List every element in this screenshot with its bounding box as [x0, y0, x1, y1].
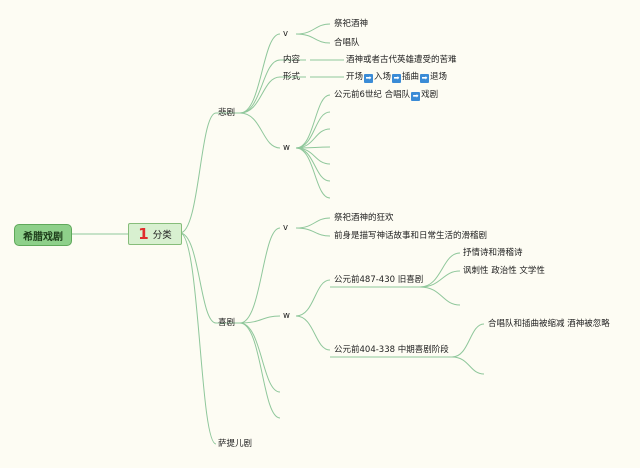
connector-tv-1 [295, 23, 331, 35]
connector-tw-1 [295, 111, 331, 149]
arrow-right-icon: ➡ [411, 92, 421, 101]
connector-tragedy-form [239, 76, 281, 114]
comedy-v-node[interactable]: v [283, 222, 288, 234]
connector-tragedy-v [239, 33, 281, 114]
tragedy-node[interactable]: 悲剧 [218, 107, 235, 119]
connector-tv-2 [295, 33, 331, 44]
tragedy-content-value: 酒神或者古代英雄遭受的苦难 [346, 55, 457, 65]
tragedy-content-node[interactable]: 内容 [283, 54, 300, 66]
comedy-w-node[interactable]: w [283, 310, 290, 322]
tragedy-v-item-1-text: 祭祀酒神 [334, 19, 369, 29]
connector-old-empty [419, 286, 461, 306]
connector-tragedy-content [239, 59, 281, 114]
connector-cw-middle [295, 315, 331, 351]
tragedy-w-item[interactable]: 公元前6世纪 合唱队➡戏剧 [334, 89, 438, 101]
connector-tw-6 [295, 147, 331, 199]
comedy-old-label: 公元前487-430 旧喜剧 [334, 275, 424, 285]
tragedy-w-text-before: 公元前6世纪 合唱队 [334, 90, 411, 100]
tragedy-w-node[interactable]: w [283, 142, 290, 154]
category-node[interactable]: 1 分类 [128, 223, 182, 245]
tragedy-v-item-1[interactable]: 祭祀酒神 [334, 18, 368, 30]
comedy-old-item-1[interactable]: 抒情诗和滑稽诗 [463, 247, 523, 259]
comedy-old-item-1-text: 抒情诗和滑稽诗 [463, 248, 523, 258]
root-node[interactable]: 希腊戏剧 [14, 224, 72, 246]
comedy-middle-label: 公元前404-338 中期喜剧阶段 [334, 345, 449, 355]
comedy-middle-node[interactable]: 公元前404-338 中期喜剧阶段 [334, 344, 449, 356]
tragedy-w-label: w [283, 143, 290, 153]
comedy-v-item-1-text: 祭祀酒神的狂欢 [334, 213, 394, 223]
comedy-v-item-2[interactable]: 前身是描写神话故事和日常生活的滑稽剧 [334, 230, 487, 242]
connector-mid-empty [451, 356, 485, 375]
connector-comedy-v [239, 227, 281, 324]
form-step-entrance: 入场 [374, 72, 392, 82]
comedy-old-item-2[interactable]: 讽刺性 政治性 文学性 [463, 265, 545, 277]
arrow-right-icon: ➡ [420, 74, 430, 83]
category-number: 1 [138, 225, 149, 243]
connector-comedy [179, 232, 217, 324]
arrow-right-icon: ➡ [392, 74, 402, 83]
connector-cw-old [295, 279, 331, 317]
connector-tragedy [179, 112, 217, 234]
tragedy-form-label: 形式 [283, 72, 301, 82]
connector-satyr [179, 232, 217, 445]
connector-cv-2 [295, 227, 331, 237]
comedy-v-label: v [283, 223, 289, 233]
tragedy-content-text[interactable]: 酒神或者古代英雄遭受的苦难 [346, 54, 457, 66]
connector-mid-1 [451, 323, 485, 358]
comedy-w-label: w [283, 311, 290, 321]
tragedy-v-item-2-text: 合唱队 [334, 38, 360, 48]
comedy-node[interactable]: 喜剧 [218, 317, 235, 329]
form-step-opening: 开场 [346, 72, 364, 82]
tragedy-form-steps[interactable]: 开场➡入场➡插曲➡退场 [346, 71, 447, 83]
connector-old-2 [419, 270, 461, 288]
form-step-exit: 退场 [430, 72, 448, 82]
tragedy-content-label: 内容 [283, 55, 301, 65]
tragedy-v-node[interactable]: v [283, 28, 288, 40]
comedy-middle-item-1-text: 合唱队和插曲被缩减 酒神被忽略 [488, 319, 610, 329]
arrow-right-icon: ➡ [364, 74, 374, 83]
satyr-node[interactable]: 萨提儿剧 [218, 438, 252, 450]
connector-cv-1 [295, 217, 331, 229]
tragedy-w-text-after: 戏剧 [421, 90, 439, 100]
form-step-interlude: 插曲 [402, 72, 420, 82]
tragedy-v-item-2[interactable]: 合唱队 [334, 37, 360, 49]
connector-tw-5 [295, 147, 331, 182]
connector-tragedy-w [239, 112, 281, 149]
tragedy-form-node[interactable]: 形式 [283, 71, 300, 83]
comedy-old-node[interactable]: 公元前487-430 旧喜剧 [334, 274, 423, 286]
root-label: 希腊戏剧 [23, 231, 63, 243]
connector-old-1 [419, 252, 461, 288]
satyr-label: 萨提儿剧 [218, 439, 253, 449]
connector-comedy-empty-1 [239, 322, 281, 393]
connector-comedy-w [239, 315, 281, 324]
comedy-middle-item-1[interactable]: 合唱队和插曲被缩减 酒神被忽略 [488, 318, 610, 330]
comedy-v-item-2-text: 前身是描写神话故事和日常生活的滑稽剧 [334, 231, 488, 241]
tragedy-label: 悲剧 [218, 108, 236, 118]
comedy-v-item-1[interactable]: 祭祀酒神的狂欢 [334, 212, 394, 224]
comedy-old-item-2-text: 讽刺性 政治性 文学性 [463, 266, 545, 276]
connector-tw-2 [295, 128, 331, 149]
tragedy-v-label: v [283, 29, 289, 39]
category-label: 分类 [152, 230, 172, 241]
connector-comedy-empty-2 [239, 322, 281, 419]
comedy-label: 喜剧 [218, 318, 236, 328]
